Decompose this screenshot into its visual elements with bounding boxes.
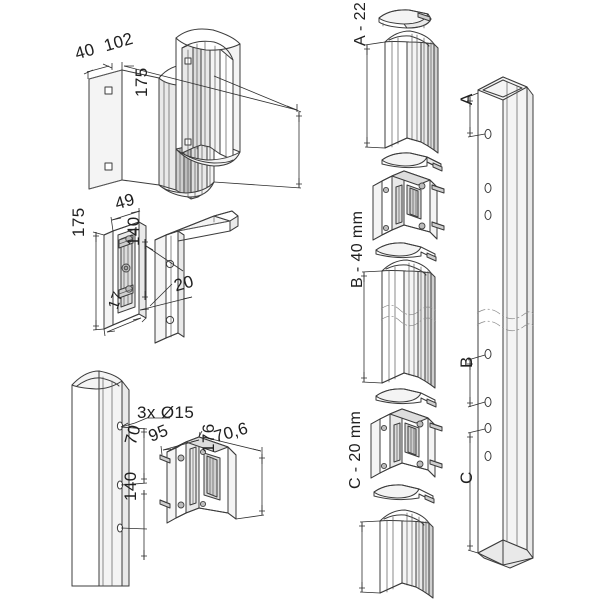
dimension-label-176: 176 (199, 423, 218, 453)
group-top-left (83, 28, 302, 200)
group-mid-left (92, 208, 239, 344)
dimension-label-140-bottom: 140 (121, 471, 140, 501)
segment-label-a: A - 22 mm (352, 0, 369, 46)
post-dimension-label-c: C (457, 471, 476, 484)
post-dimension-label-a: A (457, 93, 476, 105)
dimension-label-175-top: 175 (132, 67, 151, 97)
group-right-post (467, 76, 535, 569)
segment-label-b: B - 40 mm (349, 210, 366, 288)
group-bottom-left (71, 370, 265, 587)
segment-label-c: C - 20 mm (347, 410, 364, 489)
post-dimension-label-b: B (457, 356, 476, 368)
dimension-label-70: 70 (121, 422, 145, 447)
group-center-column (359, 9, 445, 599)
dimension-label-140-mid: 140 (124, 216, 143, 246)
dimension-label-3x-d15: 3x Ø15 (137, 403, 195, 422)
dimension-label-175-mid: 175 (69, 207, 88, 237)
